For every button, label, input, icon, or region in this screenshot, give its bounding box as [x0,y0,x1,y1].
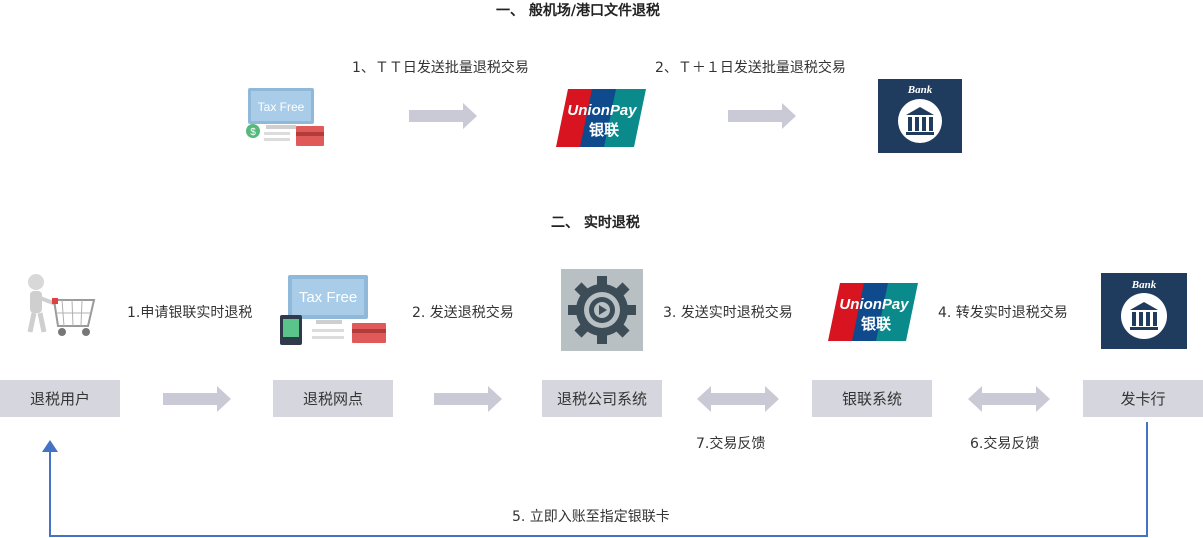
label-step3: 3. 发送实时退税交易 [663,305,793,321]
label-step1: 1.申请银联实时退税 [127,305,253,321]
svg-text:UnionPay: UnionPay [567,102,637,119]
node-issuing-bank: 发卡行 [1083,380,1203,417]
tax-free-terminal-icon: Tax Free [280,275,388,345]
label-step4: 4. 转发实时退税交易 [938,305,1068,321]
node-tax-user: 退税用户 [0,380,120,417]
svg-text:Bank: Bank [907,84,933,96]
arrow-right-icon [434,386,502,412]
shopping-cart-user-icon [18,270,98,350]
label-step2: 2. 发送退税交易 [412,305,514,321]
svg-text:UnionPay: UnionPay [839,296,909,313]
tax-free-text: Tax Free [258,100,305,114]
svg-text:$: $ [250,127,256,138]
arrow-right-icon [163,386,231,412]
svg-text:Tax Free: Tax Free [299,289,357,306]
unionpay-logo-icon: UnionPay 银联 [826,281,920,343]
arrow-right-icon [728,103,796,129]
gear-icon [561,269,643,351]
step1-label: 1、ＴＴ日发送批量退税交易 [352,60,529,76]
section2-title: 二、 实时退税 [551,215,640,231]
return-flow-line [40,418,1152,538]
node-tax-outlet: 退税网点 [273,380,393,417]
svg-text:银联: 银联 [589,121,620,139]
svg-text:Bank: Bank [1131,279,1157,291]
arrow-bidirectional-icon [697,386,779,412]
tax-free-terminal-icon: Tax Free $ [244,88,328,150]
arrow-bidirectional-icon [968,386,1050,412]
label-step6: 6.交易反馈 [970,436,1040,452]
label-step7: 7.交易反馈 [696,436,766,452]
unionpay-logo-icon: UnionPay 银联 [554,87,648,149]
bank-logo-icon: Bank [1101,273,1187,349]
bank-logo-icon: Bank [878,79,962,153]
node-unionpay-system: 银联系统 [812,380,932,417]
section1-title: 一、 般机场/港口文件退税 [496,3,660,19]
step2-label: 2、Ｔ＋１日发送批量退税交易 [655,60,846,76]
arrow-right-icon [409,103,477,129]
node-tax-company-system: 退税公司系统 [542,380,662,417]
svg-text:银联: 银联 [861,315,892,333]
label-step5: 5. 立即入账至指定银联卡 [512,509,670,525]
